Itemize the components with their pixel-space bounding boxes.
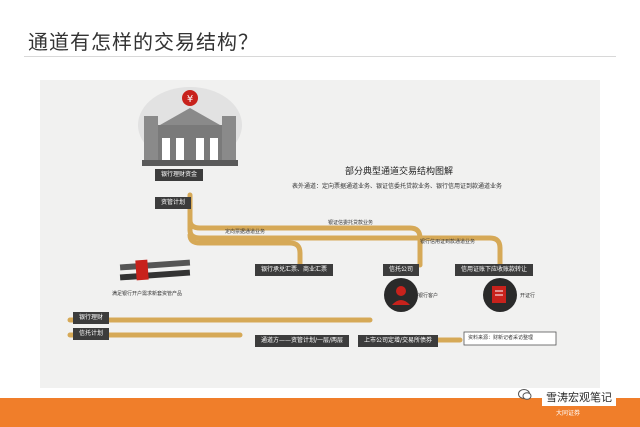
note-issuing-bank: 开证行: [520, 293, 536, 299]
cash-bundle-icon: [119, 259, 191, 281]
box-asset-plan: 资管计划: [155, 197, 192, 209]
currency-coin-icon: ¥: [182, 90, 198, 106]
diagram-subtitle: 表外通道：定向票据通道业务、银证信委托贷款业务、银行信用证到款通道业务: [292, 183, 503, 190]
currency-symbol: ¥: [187, 94, 193, 105]
box-channel-side: 通道方——资管计划/一层/两层: [255, 335, 350, 347]
note-source: 资料来源：财新记者采访整理: [468, 335, 534, 341]
box-trust-company: 信托公司: [383, 264, 420, 276]
note-bank-client: 银行客户: [418, 293, 439, 299]
source-box: [463, 331, 557, 346]
box-bank-wealth: 银行理财: [73, 312, 110, 324]
box-lc-discount: 信用证账下应收账款转让: [455, 264, 534, 276]
bank-building-icon: [138, 87, 242, 166]
pipe-channel-lc: [187, 227, 503, 268]
note-demand: 满足银行开户需求新套资管产品: [112, 291, 183, 297]
box-wealth-fund: 银行理财资金: [155, 169, 204, 181]
box-trust-plan: 信托计划: [73, 328, 110, 340]
slide-title: 通道有怎样的交易结构？: [28, 30, 259, 54]
box-bank-acceptance: 银行承兑汇票、商业汇票: [255, 264, 334, 276]
chat-icon: [518, 389, 532, 400]
pipe-channel-bill: [187, 232, 303, 268]
diagram-heading: 部分典型通道交易结构图解: [345, 167, 454, 177]
brand-watermark: 雪涛宏观笔记: [542, 388, 616, 406]
bank-client-icon: [384, 278, 418, 312]
title-divider: [24, 56, 616, 57]
bottom-bar: [0, 398, 640, 427]
label-lc-channel: 银行信用证到款通道业务: [420, 239, 476, 245]
label-entrusted-loan: 银证信委托贷款业务: [328, 220, 374, 226]
box-listed-company: 上市公司定增/交易所债券: [358, 335, 439, 347]
pipe-channel-top: [187, 217, 423, 268]
issuing-bank-icon: [483, 278, 517, 312]
structure-diagram: ¥: [67, 87, 557, 346]
pipe-network: [67, 192, 503, 343]
brand-logo-text: 大同证券: [555, 410, 580, 417]
label-directional-bill: 定向票据通道业务: [225, 229, 266, 235]
